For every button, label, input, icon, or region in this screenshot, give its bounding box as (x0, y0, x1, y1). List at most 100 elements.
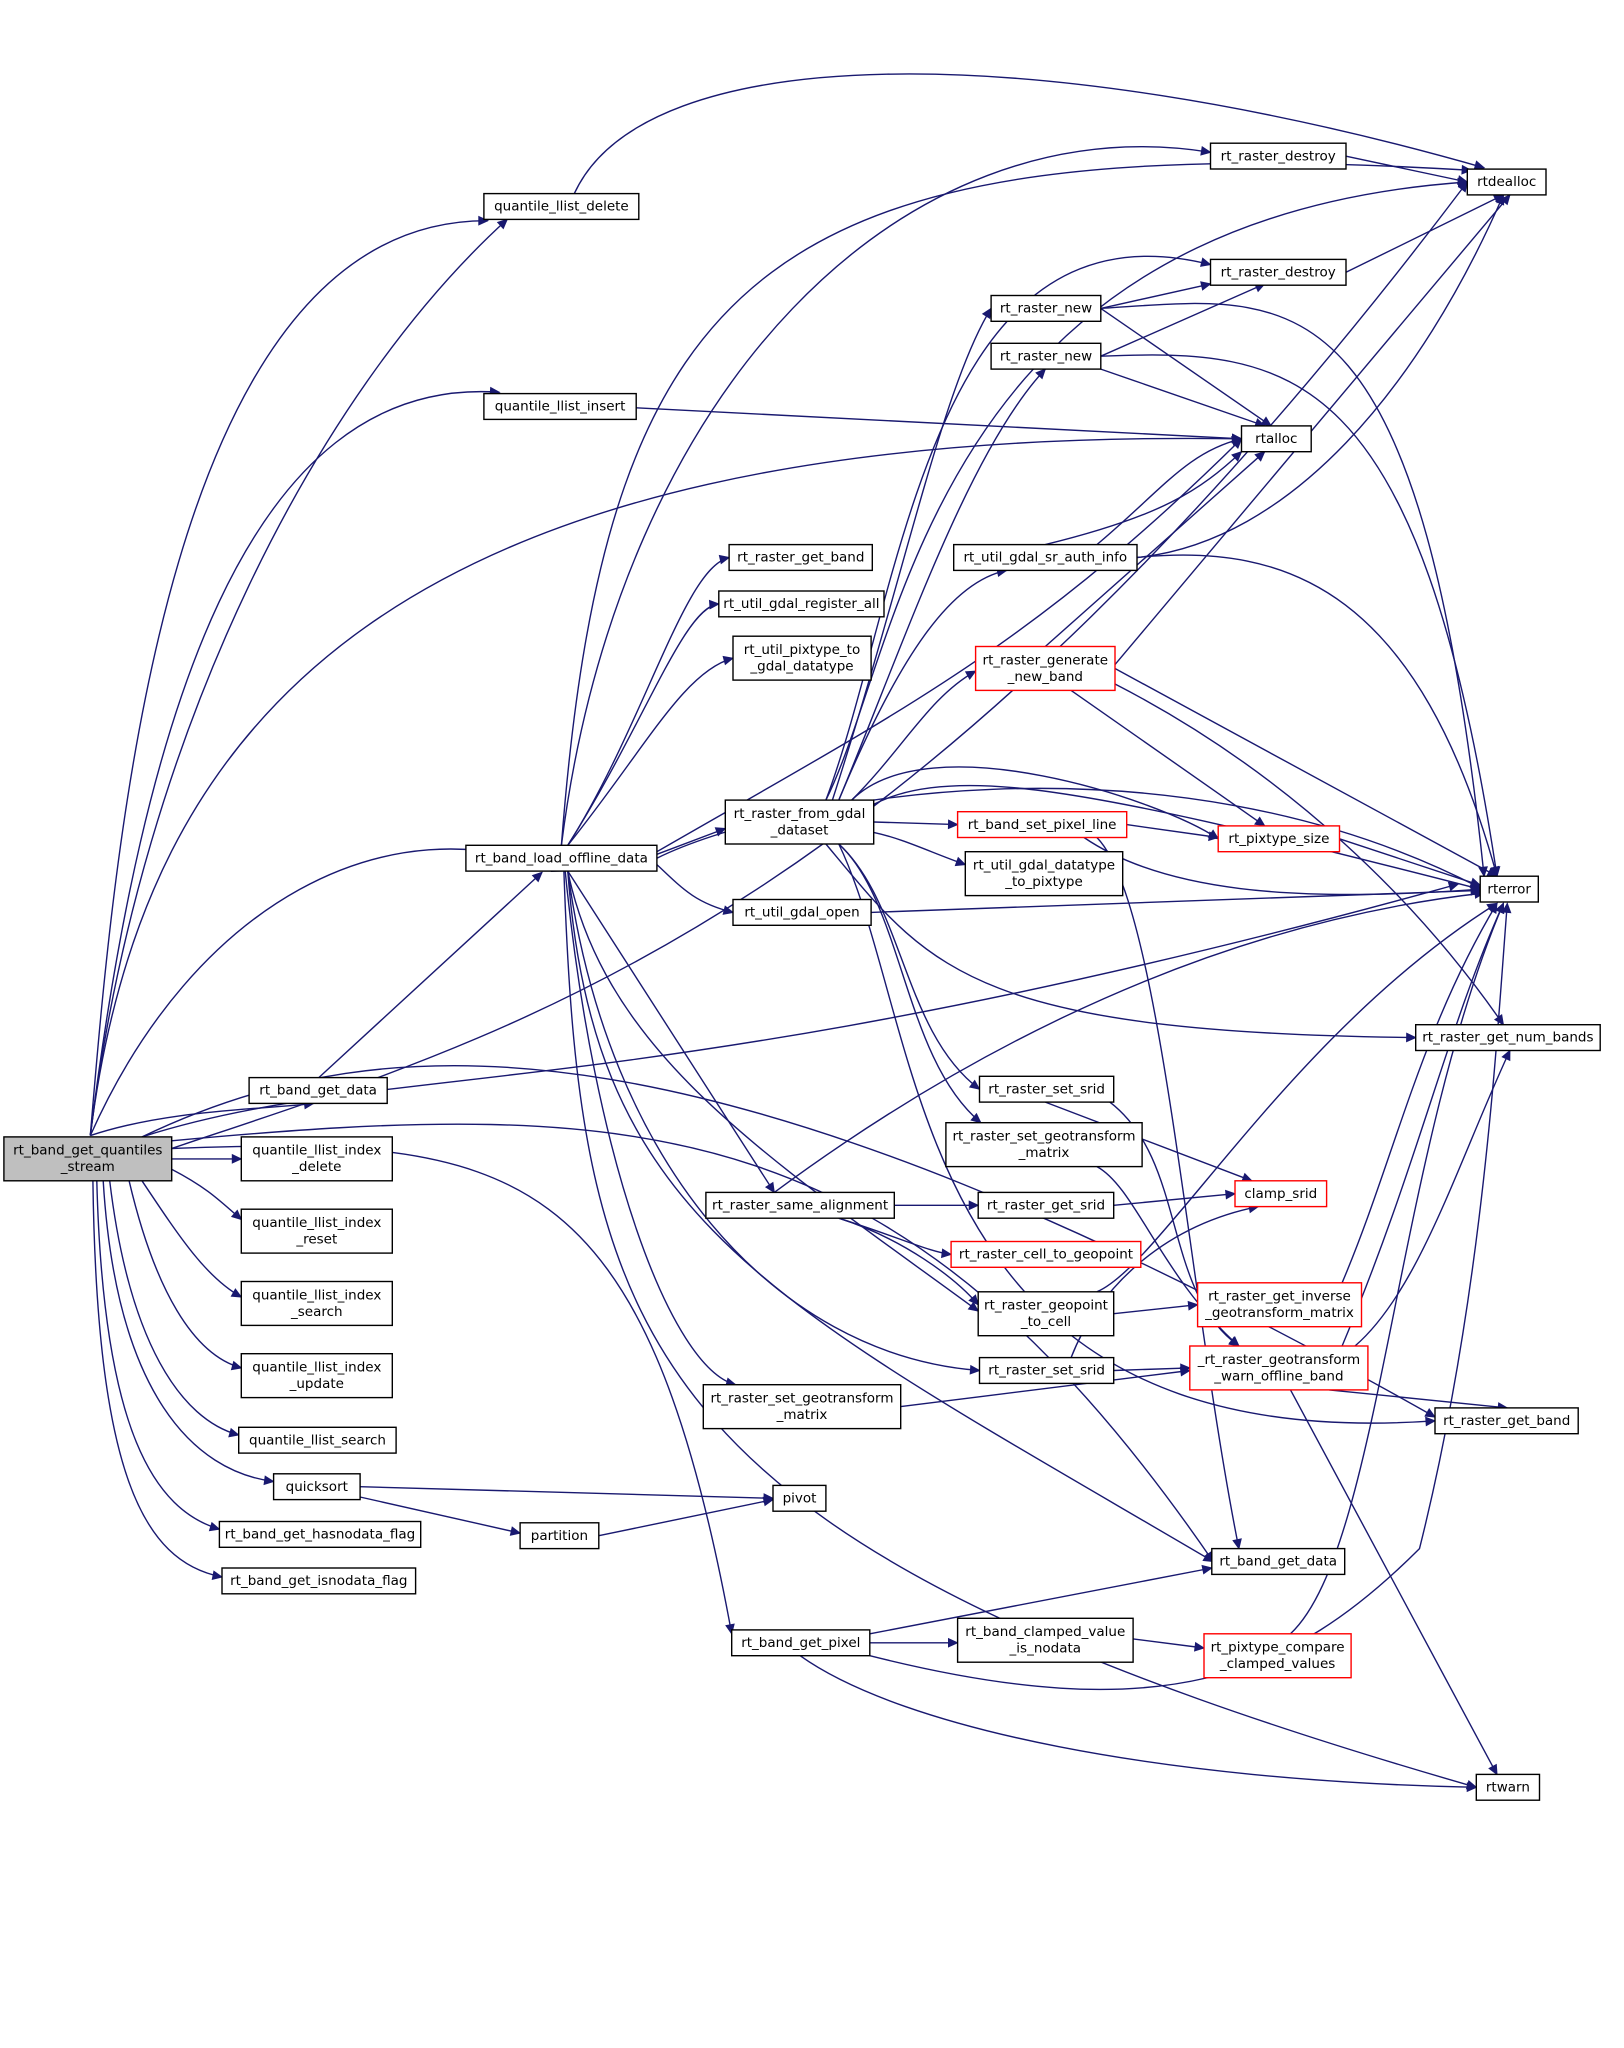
edge-blod-to-rd1 (560, 145, 1212, 846)
edge-qs-to-piv (359, 1486, 775, 1503)
edge-rfgd-to-bspl (873, 819, 959, 830)
node-qlid[interactable]: quantile_llist_index_delete (240, 1136, 394, 1182)
node-label: quantile_llist_index (252, 1215, 381, 1231)
edge-line (869, 903, 1508, 1691)
node-label: _is_nodata (1009, 1641, 1082, 1657)
node-bspl[interactable]: rt_band_set_pixel_line (956, 811, 1128, 839)
node-rsgm1[interactable]: rt_raster_set_geotransform_matrix (945, 1121, 1143, 1168)
node-qlis[interactable]: quantile_llist_index_search (240, 1280, 394, 1327)
node-label: _matrix (776, 1407, 828, 1423)
edge-line (851, 670, 976, 801)
node-usai[interactable]: rt_util_gdal_sr_auth_info (953, 543, 1138, 572)
node-rdealloc[interactable]: rtdealloc (1466, 168, 1547, 196)
edge-rgnb-to-pts (1070, 689, 1266, 827)
node-rd1[interactable]: rt_raster_destroy (1209, 142, 1347, 170)
edge-line (851, 766, 1219, 840)
node-part[interactable]: partition (519, 1522, 600, 1550)
edge-line (1100, 302, 1485, 877)
node-rgnb[interactable]: rt_raster_generate_new_band (974, 645, 1116, 692)
node-label: rt_raster_get_band (737, 550, 864, 566)
node-rgs[interactable]: rt_raster_get_srid (977, 1191, 1115, 1219)
edge-line (96, 1180, 220, 1530)
node-rgtc[interactable]: rt_raster_geopoint_to_cell (977, 1291, 1115, 1337)
node-label: rt_raster_set_srid (988, 1363, 1105, 1379)
node-piv[interactable]: pivot (772, 1484, 827, 1512)
node-rfgd[interactable]: rt_raster_from_gdal_dataset (724, 799, 875, 845)
node-rn2[interactable]: rt_raster_new (990, 342, 1102, 370)
node-label: rt_band_get_pixel (741, 1635, 860, 1651)
node-label: clamp_srid (1244, 1186, 1317, 1202)
edge-line (1113, 1367, 1190, 1372)
node-label: _to_pixtype (1004, 874, 1083, 890)
node-qld[interactable]: quantile_llist_delete (483, 192, 640, 221)
node-qlir[interactable]: quantile_llist_index_reset (240, 1208, 394, 1254)
node-root[interactable]: rt_band_get_quantiles_stream (3, 1136, 173, 1182)
node-rgb1[interactable]: rt_raster_get_band (728, 543, 873, 572)
node-label: rt_raster_geopoint (984, 1298, 1108, 1314)
node-pccv[interactable]: rt_pixtype_compare_clamped_values (1203, 1633, 1352, 1679)
edge-root-to-qli (89, 386, 501, 1136)
node-rterror[interactable]: rterror (1479, 875, 1539, 903)
node-ugdp[interactable]: rt_util_gdal_datatype_to_pixtype (964, 851, 1124, 897)
node-qs[interactable]: quicksort (272, 1473, 361, 1501)
node-rgb2[interactable]: rt_raster_get_band (1434, 1407, 1579, 1435)
edge-arrowhead (1447, 881, 1460, 892)
edge-arrowhead (968, 1200, 980, 1211)
node-box (990, 342, 1102, 370)
node-bgif[interactable]: rt_band_get_isnodata_flag (221, 1567, 417, 1595)
node-box (221, 1567, 417, 1595)
node-blod[interactable]: rt_band_load_offline_data (465, 844, 658, 872)
edge-blod-to-rss2 (567, 871, 981, 1375)
node-bghf[interactable]: rt_band_get_hasnodata_flag (218, 1520, 422, 1548)
node-pts[interactable]: rt_pixtype_size (1217, 825, 1341, 853)
node-rd2[interactable]: rt_raster_destroy (1209, 258, 1347, 286)
edge-arrowhead (967, 1301, 980, 1312)
node-rsa[interactable]: rt_raster_same_alignment (705, 1191, 896, 1219)
edge-arrowhead (230, 1209, 243, 1221)
node-qliu[interactable]: quantile_llist_index_update (240, 1352, 394, 1399)
node-bgd2[interactable]: rt_band_get_data (1211, 1547, 1346, 1576)
edge-line (1345, 194, 1504, 273)
node-rgigm[interactable]: rt_raster_get_inverse_geotransform_matri… (1196, 1282, 1363, 1328)
node-ugra[interactable]: rt_util_gdal_register_all (718, 590, 885, 618)
edge-arrowhead (231, 1153, 243, 1164)
node-rss1[interactable]: rt_raster_set_srid (978, 1075, 1115, 1103)
node-rn1[interactable]: rt_raster_new (990, 294, 1102, 322)
node-box (1234, 1180, 1328, 1208)
edge-root-to-rtalloc (89, 433, 1243, 1136)
node-box (1414, 1023, 1601, 1052)
node-rsgm2[interactable]: rt_raster_set_geotransform_matrix (702, 1383, 902, 1430)
edge-line (128, 1180, 242, 1369)
node-box (1203, 1633, 1352, 1679)
edge-line (567, 870, 775, 1193)
node-box (240, 1352, 394, 1399)
edge-arrowhead (1461, 164, 1473, 175)
edge-line (1136, 554, 1498, 877)
node-label: rt_raster_set_srid (988, 1081, 1105, 1097)
node-rtalloc[interactable]: rtalloc (1240, 425, 1312, 453)
node-bcvn[interactable]: rt_band_clamped_value_is_nodata (956, 1617, 1134, 1663)
node-ugo[interactable]: rt_util_gdal_open (732, 898, 872, 926)
node-rgnbs[interactable]: rt_raster_get_num_bands (1414, 1023, 1601, 1052)
edge-arrowhead (981, 307, 992, 320)
edge-root-to-qlir (171, 1168, 243, 1221)
edge-arrowhead (263, 1475, 275, 1486)
node-rtwarn[interactable]: rtwarn (1475, 1773, 1541, 1801)
node-rgwob[interactable]: _rt_raster_geotransform_warn_offline_ban… (1189, 1345, 1369, 1391)
node-bgp[interactable]: rt_band_get_pixel (731, 1629, 871, 1657)
edge-root-to-qs (102, 1180, 275, 1486)
node-label: quantile_llist_index (252, 1287, 381, 1303)
edge-pts-to-rterror (1339, 838, 1482, 887)
node-qls[interactable]: quantile_llist_search (237, 1426, 397, 1454)
edge-line (1114, 194, 1511, 666)
node-bgd1[interactable]: rt_band_get_data (248, 1076, 388, 1105)
node-rctg[interactable]: rt_raster_cell_to_geopoint (950, 1240, 1142, 1268)
node-box (1475, 1773, 1541, 1801)
node-uptg[interactable]: rt_util_pixtype_to_gdal_datatype (732, 635, 872, 681)
node-cs[interactable]: clamp_srid (1234, 1180, 1328, 1208)
edge-arrowhead (968, 1294, 979, 1306)
node-rss2[interactable]: rt_raster_set_srid (978, 1356, 1115, 1385)
edge-arrowhead (764, 1181, 775, 1194)
node-qli[interactable]: quantile_llist_insert (483, 392, 637, 421)
